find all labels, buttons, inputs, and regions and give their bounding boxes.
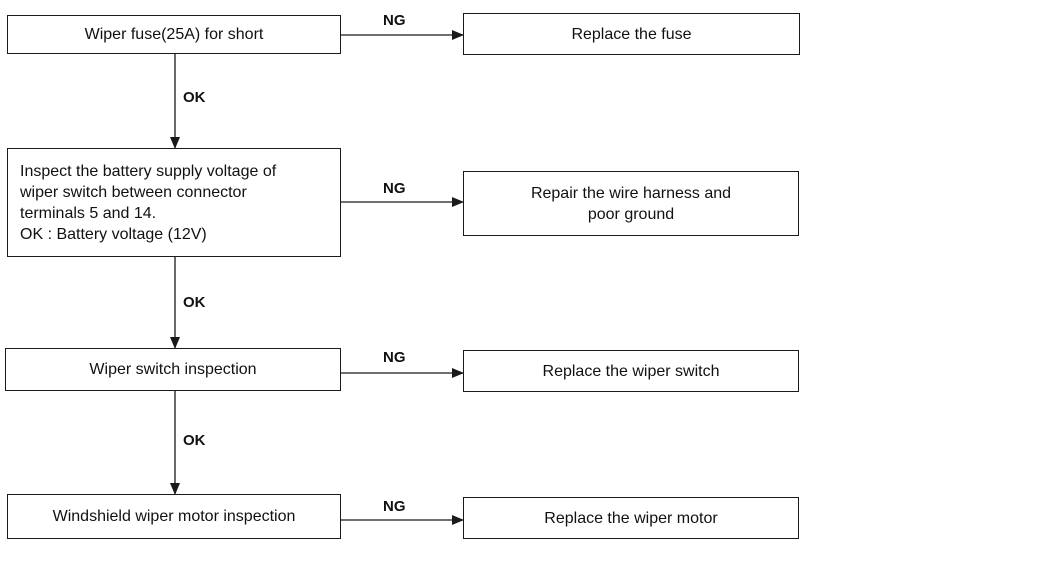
check-line: wiper switch between connector [20,183,247,201]
check-text: Wiper fuse(25A) for short [84,26,264,43]
action-text-block: Repair the wire harness and poor ground [531,183,731,225]
action-box-replace-switch: Replace the wiper switch [463,350,799,392]
action-text: Replace the wiper motor [544,509,718,527]
check-box-fuse: Wiper fuse(25A) for short [7,15,341,54]
action-line: Repair the wire harness and [530,184,732,202]
ok-label: OK [183,432,206,449]
action-box-replace-fuse: Replace the fuse [463,13,800,55]
check-box-wiper-motor: Windshield wiper motor inspection [7,494,341,539]
ok-label: OK [183,294,206,311]
ng-label: NG [383,349,406,366]
ng-label: NG [383,180,406,197]
check-text: Wiper switch inspection [89,361,257,378]
check-box-battery-voltage: Inspect the battery supply voltage of wi… [7,148,341,257]
action-text: Replace the wiper switch [542,362,720,380]
ng-label: NG [383,12,406,29]
check-line: OK : Battery voltage (12V) [20,225,207,243]
check-line: Inspect the battery supply voltage of [20,162,277,180]
action-box-replace-motor: Replace the wiper motor [463,497,799,539]
action-text: Replace the fuse [571,25,692,43]
check-text-block: Inspect the battery supply voltage of wi… [20,161,276,245]
ng-label: NG [383,498,406,515]
check-text: Windshield wiper motor inspection [52,508,296,525]
check-line: terminals 5 and 14. [20,204,157,222]
check-box-wiper-switch: Wiper switch inspection [5,348,341,391]
ok-label: OK [183,89,206,106]
action-box-repair-harness: Repair the wire harness and poor ground [463,171,799,236]
action-line: poor ground [587,205,675,223]
